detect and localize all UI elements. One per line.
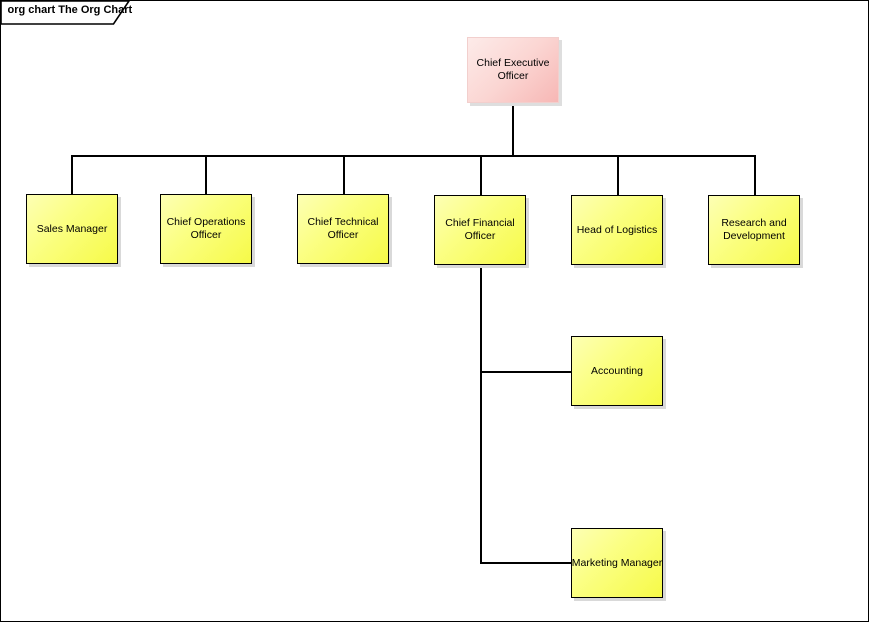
org-node-sales-manager[interactable]: Sales Manager (26, 194, 118, 264)
connector-ceo-stem (512, 102, 514, 156)
connector-trunk (71, 155, 755, 157)
connector-marketing (480, 562, 572, 564)
node-label: Head of Logistics (576, 223, 658, 236)
org-node-chief-financial-officer[interactable]: Chief Financial Officer (434, 195, 526, 265)
org-node-head-of-logistics[interactable]: Head of Logistics (571, 195, 663, 265)
connector-accounting (480, 371, 572, 373)
connector-drop-operations (205, 155, 207, 195)
node-label: Marketing Manager (571, 556, 663, 569)
node-label: Sales Manager (36, 222, 108, 235)
connector-drop-sales (71, 155, 73, 195)
org-node-marketing-manager[interactable]: Marketing Manager (571, 528, 663, 598)
connector-drop-financial (480, 155, 482, 195)
org-node-chief-operations-officer[interactable]: Chief Operations Officer (160, 194, 252, 264)
node-label: Chief Technical Officer (307, 216, 379, 241)
connector-cfo-stem (480, 265, 482, 564)
connector-drop-technical (343, 155, 345, 195)
org-node-chief-executive-officer[interactable]: Chief Executive Officer (467, 37, 559, 103)
connector-drop-rnd (754, 155, 756, 195)
connector-drop-logistics (617, 155, 619, 195)
node-label: Chief Financial Officer (445, 217, 515, 242)
node-label: Chief Executive Officer (476, 57, 550, 82)
diagram-frame-tab: org chart The Org Chart (1, 1, 134, 26)
frame-tab-shape (1, 1, 130, 25)
node-label: Accounting (591, 364, 643, 377)
org-node-chief-technical-officer[interactable]: Chief Technical Officer (297, 194, 389, 264)
node-label: Chief Operations Officer (166, 216, 246, 241)
org-node-accounting[interactable]: Accounting (571, 336, 663, 406)
diagram-title: org chart The Org Chart (7, 3, 133, 16)
org-node-research-and-development[interactable]: Research and Development (708, 195, 800, 265)
node-label: Research and Development (721, 217, 787, 242)
